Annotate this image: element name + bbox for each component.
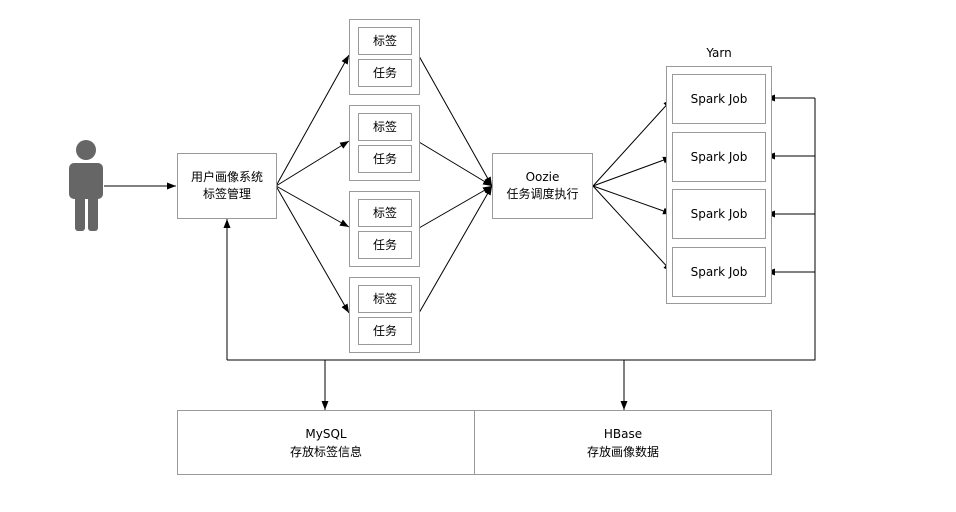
tag-box-2: 标签 bbox=[358, 113, 412, 141]
arrow-oozie-to-job-2 bbox=[592, 156, 673, 187]
task-box-3: 任务 bbox=[358, 231, 412, 259]
tag-box-1: 标签 bbox=[358, 27, 412, 55]
mysql-storage: MySQL 存放标签信息 bbox=[178, 411, 474, 474]
arrow-group-4-to-oozie bbox=[418, 185, 493, 314]
hbase-title: HBase bbox=[603, 426, 643, 441]
spark-job-1: Spark Job bbox=[672, 74, 766, 124]
task-box-4: 任务 bbox=[358, 317, 412, 345]
management-subtitle: 标签管理 bbox=[202, 187, 251, 201]
oozie-node: Oozie 任务调度执行 bbox=[492, 153, 593, 219]
arrow-management-to-group-1 bbox=[275, 54, 350, 187]
arrow-management-to-group-2 bbox=[275, 140, 350, 187]
hbase-storage: HBase 存放画像数据 bbox=[474, 411, 771, 474]
task-box-1: 任务 bbox=[358, 59, 412, 87]
storage-layer: MySQL 存放标签信息 HBase 存放画像数据 bbox=[177, 410, 772, 475]
arrow-oozie-to-job-1 bbox=[592, 98, 673, 187]
yarn-title: Yarn bbox=[706, 46, 732, 60]
mysql-subtitle: 存放标签信息 bbox=[289, 444, 362, 459]
arrow-management-to-group-3 bbox=[275, 185, 350, 228]
spark-job-4: Spark Job bbox=[672, 247, 766, 297]
management-node: 用户画像系统 标签管理 bbox=[177, 153, 277, 219]
tag-box-4: 标签 bbox=[358, 285, 412, 313]
arrow-oozie-to-job-4 bbox=[592, 185, 673, 273]
arrow-management-to-group-4 bbox=[275, 185, 350, 314]
spark-job-3: Spark Job bbox=[672, 189, 766, 239]
management-title: 用户画像系统 bbox=[190, 170, 263, 184]
spark-job-2: Spark Job bbox=[672, 132, 766, 182]
hbase-subtitle: 存放画像数据 bbox=[586, 444, 659, 459]
tag-box-3: 标签 bbox=[358, 199, 412, 227]
oozie-title: Oozie bbox=[525, 170, 560, 184]
arrow-group-1-to-oozie bbox=[418, 55, 493, 187]
person-icon bbox=[69, 140, 103, 231]
oozie-subtitle: 任务调度执行 bbox=[506, 187, 579, 201]
arrow-group-3-to-oozie bbox=[418, 185, 493, 229]
mysql-title: MySQL bbox=[305, 426, 347, 441]
feedback-bus-line bbox=[227, 98, 816, 361]
arrow-oozie-to-job-3 bbox=[592, 185, 673, 215]
task-box-2: 任务 bbox=[358, 145, 412, 173]
arrow-group-2-to-oozie bbox=[418, 141, 493, 187]
